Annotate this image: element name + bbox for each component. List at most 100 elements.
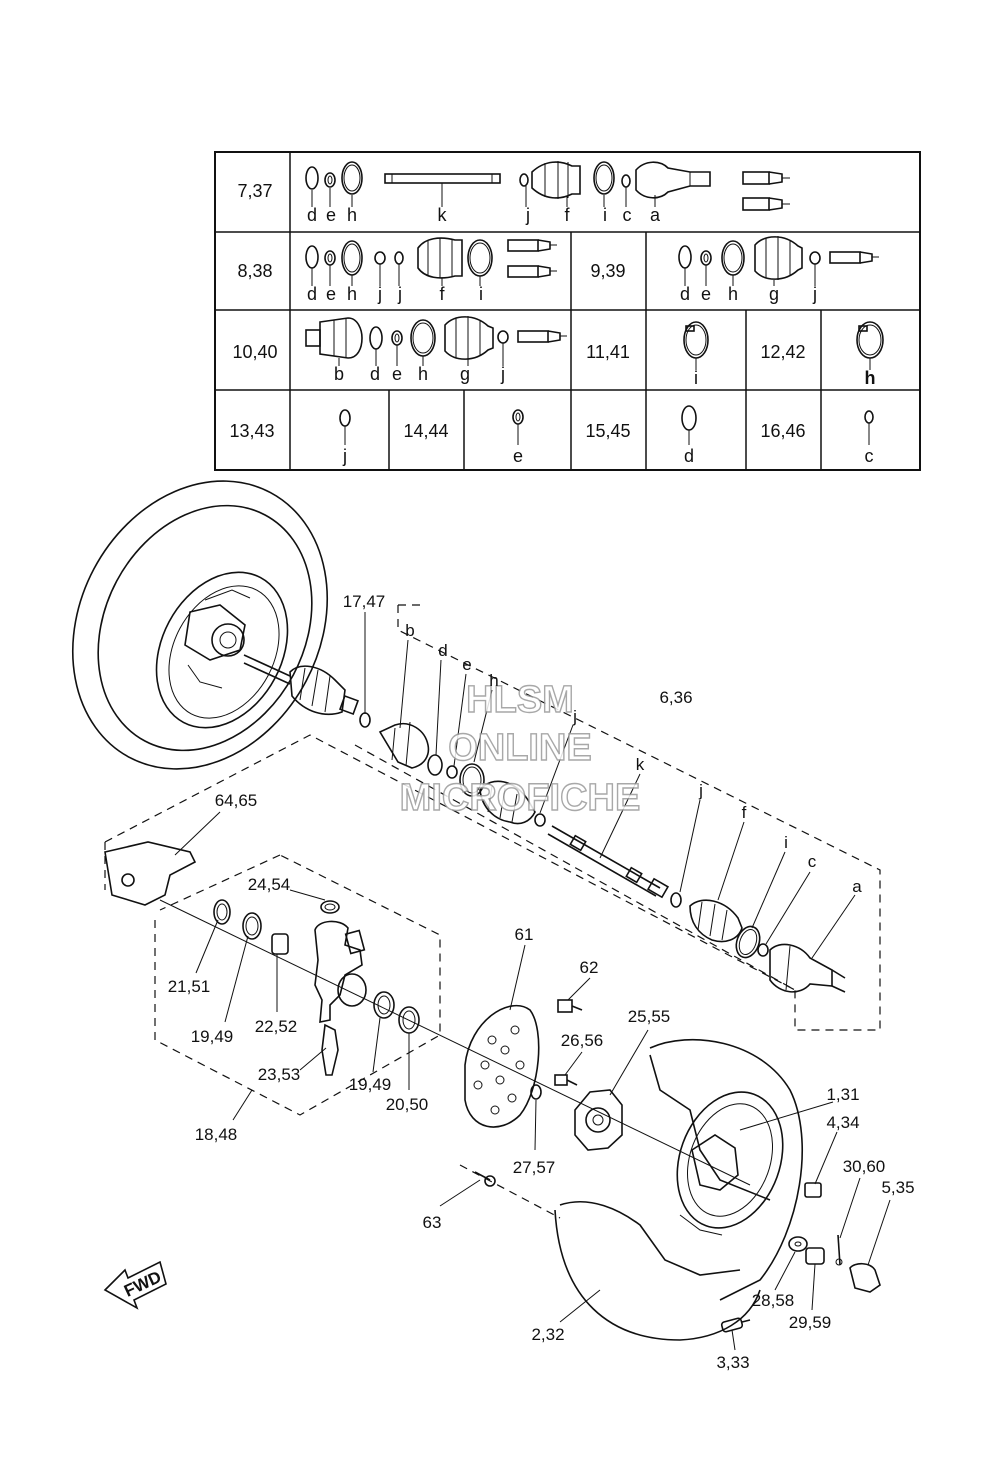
callout-h: h — [489, 671, 498, 690]
kit-letter: a — [650, 205, 661, 225]
callout-17-47: 17,47 — [343, 592, 386, 611]
kit-10-40-parts — [305, 316, 567, 360]
fwd-arrow-icon: FWD — [103, 1260, 167, 1310]
kit-letter: h — [347, 284, 357, 304]
kit-letter: j — [500, 364, 505, 384]
watermark: HLSM ONLINE MICROFICHE — [399, 678, 641, 819]
kit-letter: e — [513, 446, 523, 466]
kit-letter: j — [342, 446, 347, 466]
kit-ref-16-46: 16,46 — [760, 421, 805, 441]
kit-letter: g — [460, 364, 470, 384]
leader-lines — [174, 612, 891, 1351]
callout-b: b — [405, 621, 414, 640]
right-shaft-parts — [378, 721, 846, 993]
callout-5-35: 5,35 — [881, 1178, 914, 1197]
hub — [574, 1089, 623, 1151]
kit-letter: i — [694, 368, 698, 388]
callout-28-58: 28,58 — [752, 1291, 795, 1310]
kit-letter: j — [377, 284, 382, 304]
kit-15-45-part — [681, 405, 697, 431]
kit-letter: f — [439, 284, 445, 304]
callout-64-65: 64,65 — [215, 791, 258, 810]
group-box-6-36 — [397, 605, 881, 1031]
kit-ref-9-39: 9,39 — [590, 261, 625, 281]
kit-11-41-parts — [683, 321, 709, 359]
kit-letter: e — [392, 364, 402, 384]
callout-4-34: 4,34 — [826, 1113, 859, 1132]
kit-ref-10-40: 10,40 — [232, 342, 277, 362]
kit-letter: d — [307, 284, 317, 304]
kit-letter: e — [701, 284, 711, 304]
callout-19-49-b: 19,49 — [349, 1075, 392, 1094]
callout-i: i — [784, 833, 788, 852]
nuts-and-cap — [788, 1182, 881, 1293]
callout-labels: 17,47 b d e h j 6,36 k j f i c a 64,65 2… — [168, 592, 915, 1372]
callout-j: j — [572, 707, 577, 726]
kit-letter: j — [397, 284, 402, 304]
kit-letter: d — [307, 205, 317, 225]
kit-ref-11-41: 11,41 — [586, 342, 630, 362]
kit-letter: d — [370, 364, 380, 384]
callout-30-60: 30,60 — [843, 1157, 886, 1176]
kit-letter: c — [623, 205, 632, 225]
callout-c: c — [808, 852, 817, 871]
callout-f: f — [742, 803, 747, 822]
kit-ref-13-43: 13,43 — [229, 421, 274, 441]
kit-letter: i — [479, 284, 483, 304]
kit-12-42-parts — [856, 321, 884, 359]
kit-letter: c — [865, 446, 874, 466]
kit-letter: h — [418, 364, 428, 384]
kit-7-37-parts — [305, 161, 790, 211]
kit-letter: f — [564, 205, 570, 225]
kit-letter: b — [334, 364, 344, 384]
callout-18-48: 18,48 — [195, 1125, 238, 1144]
kit-letter: i — [603, 205, 607, 225]
callout-25-55: 25,55 — [628, 1007, 671, 1026]
kit-ref-14-44: 14,44 — [403, 421, 448, 441]
callout-27-57: 27,57 — [513, 1158, 556, 1177]
callout-20-50: 20,50 — [386, 1095, 429, 1114]
callout-21-51: 21,51 — [168, 977, 211, 996]
right-wheel-assembly — [554, 1038, 804, 1341]
kit-9-39-parts — [678, 236, 879, 280]
brake-disc — [464, 1004, 540, 1128]
kit-letter: j — [812, 284, 817, 304]
callout-k: k — [636, 755, 645, 774]
callout-23-53: 23,53 — [258, 1065, 301, 1084]
kit-letter: h — [347, 205, 357, 225]
knuckle-assembly — [104, 841, 420, 1076]
callout-61: 61 — [515, 925, 534, 944]
kit-16-46-part — [864, 410, 874, 424]
left-shaft — [243, 654, 371, 728]
kit-letter: d — [680, 284, 690, 304]
callout-6-36: 6,36 — [659, 688, 692, 707]
kit-letter: k — [438, 205, 448, 225]
callout-24-54: 24,54 — [248, 875, 291, 894]
kit-ref-8-38: 8,38 — [237, 261, 272, 281]
kit-letter: j — [525, 205, 530, 225]
kit-letter: h — [865, 368, 876, 388]
callout-29-59: 29,59 — [789, 1313, 832, 1332]
callout-e: e — [462, 655, 471, 674]
group-box-18-48 — [154, 854, 441, 1116]
callout-26-56: 26,56 — [561, 1031, 604, 1050]
callout-d: d — [438, 641, 447, 660]
callout-3-33: 3,33 — [716, 1353, 749, 1372]
watermark-line-1: HLSM — [466, 679, 574, 721]
callout-a: a — [852, 877, 862, 896]
callout-1-31: 1,31 — [826, 1085, 859, 1104]
kit-14-44-part — [512, 409, 524, 425]
callout-2-32: 2,32 — [531, 1325, 564, 1344]
valve-stem — [720, 1317, 751, 1333]
parts-kit-table: 7,37 8,38 9,39 10,40 11,41 12,42 13,43 1… — [214, 151, 921, 471]
kit-ref-15-45: 15,45 — [585, 421, 630, 441]
bolts — [459, 999, 583, 1219]
kit-letter: e — [326, 284, 336, 304]
callout-63: 63 — [423, 1213, 442, 1232]
kit-13-43-part — [339, 409, 351, 427]
callout-22-52: 22,52 — [255, 1017, 298, 1036]
callout-j: j — [698, 781, 703, 800]
kit-letter: g — [769, 284, 779, 304]
